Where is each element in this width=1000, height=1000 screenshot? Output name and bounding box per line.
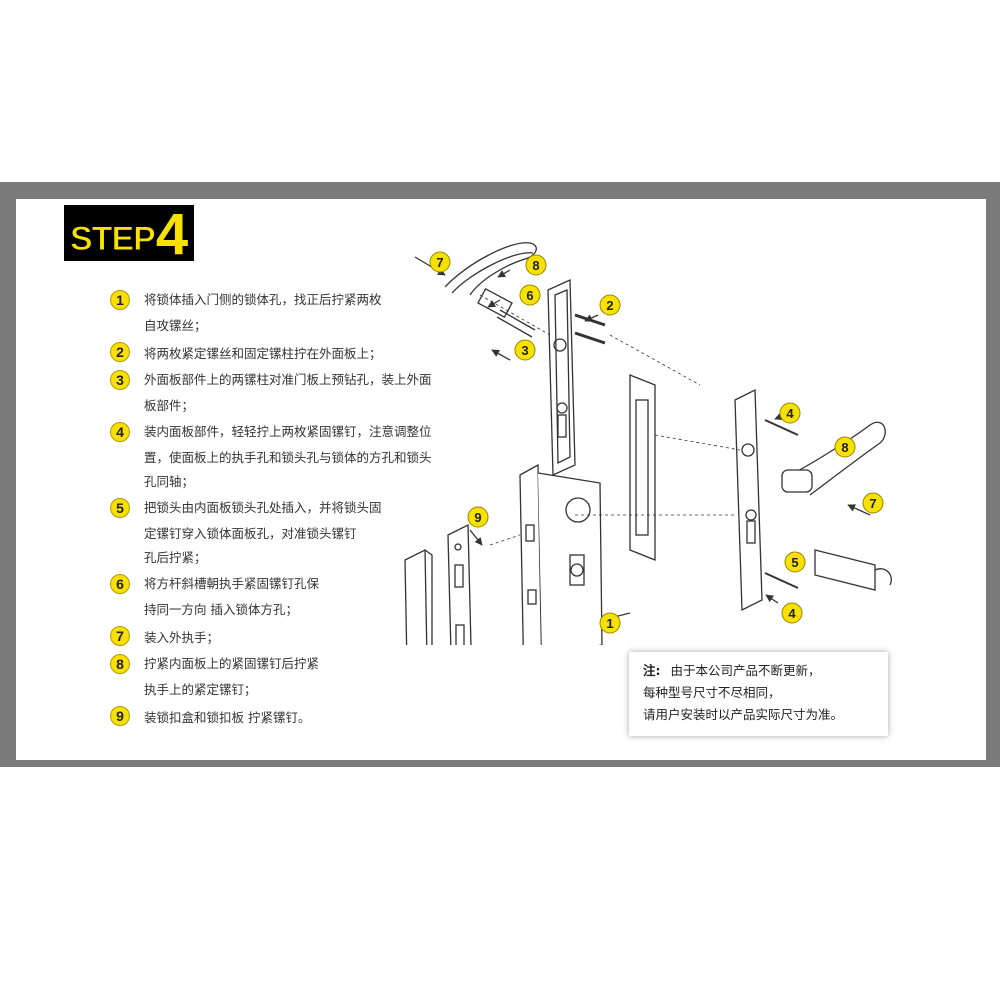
instruction-text: 自攻镙丝；: [144, 318, 207, 333]
callout-circle: [514, 339, 536, 361]
instruction-text: 把锁头由内面板锁头孔处插入，并将锁头固: [144, 500, 382, 515]
instruction-text: 拧紧内面板上的紧固镙钉后拧紧: [144, 656, 320, 671]
alignment-lines: [479, 294, 741, 546]
instruction-text: 置，使面板上的执手孔和锁头孔与锁体的方孔和锁头: [144, 450, 432, 465]
callout-circle: [599, 612, 621, 634]
callout-number: 8: [532, 258, 539, 273]
diagram-callout: 5: [784, 551, 806, 573]
step-number-bubble: 5: [110, 498, 130, 518]
instruction-text: 装入外执手；: [144, 630, 220, 645]
outer-handle: [444, 242, 537, 338]
assembly-arrows: [414, 256, 871, 623]
instruction-step: 5 把锁头由内面板锁头孔处插入，并将锁头固定镙钉穿入锁体面板孔，对准锁头镙钉孔后拧…: [108, 498, 448, 570]
callout-circle: [784, 551, 806, 573]
diagram-callout: 7: [862, 492, 884, 514]
note-box: 注: 由于本公司产品不断更新， 每种型号尺寸不尽相同， 请用户安装时以产品实际尺寸…: [629, 652, 888, 736]
diagram-callout: 2: [599, 294, 621, 316]
inner-plate: [734, 388, 763, 612]
step-badge: STEP 4: [64, 202, 194, 267]
callout-number: 9: [474, 510, 481, 525]
callout-circle: [429, 251, 451, 273]
instruction-text: 持同一方向 插入锁体方孔；: [144, 602, 298, 617]
door-edge-plate: [629, 374, 656, 561]
callout-number: 5: [791, 555, 798, 570]
instruction-text: 孔同轴；: [144, 474, 195, 489]
callout-circle: [519, 284, 541, 306]
step-number-bubble: 9: [110, 706, 130, 726]
outer-plate: [547, 279, 576, 476]
diagram-callout: 7: [429, 251, 451, 273]
instruction-step: 1 将锁体插入门侧的锁体孔，找正后拧紧两枚自攻镙丝；: [108, 290, 448, 338]
instruction-step: 4 装内面板部件，轻轻拧上两枚紧固镙钉，注意调整位置，使面板上的执手孔和锁头孔与锁…: [108, 422, 448, 494]
instruction-text: 将锁体插入门侧的锁体孔，找正后拧紧两枚: [144, 292, 382, 307]
diagram-callout: 4: [781, 602, 803, 624]
instruction-text: 定镙钉穿入锁体面板孔，对准锁头镙钉: [144, 526, 357, 541]
callout-circle: [834, 436, 856, 458]
step-number-bubble: 4: [110, 422, 130, 442]
instruction-step: 8 拧紧内面板上的紧固镙钉后拧紧执手上的紧定镙钉；: [108, 654, 448, 702]
instruction-step: 9 装锁扣盒和锁扣板 拧紧镙钉。: [108, 706, 448, 730]
instruction-step: 2 将两枚紧定镙丝和固定镙柱拧在外面板上；: [108, 342, 448, 366]
callout-number: 7: [869, 496, 876, 511]
callout-number: 7: [436, 255, 443, 270]
diagram-callout: 6: [519, 284, 541, 306]
step-word: STEP: [70, 220, 157, 259]
note-line-2: 每种型号尺寸不尽相同，: [643, 685, 781, 700]
step-number-bubble: 1: [110, 290, 130, 310]
note-line-1: 注: 由于本公司产品不断更新，: [643, 660, 878, 682]
callout-number: 6: [526, 288, 533, 303]
instruction-step: 3 外面板部件上的两镙柱对准门板上预钻孔，装上外面板部件；: [108, 370, 448, 418]
lock-cylinder: [814, 549, 892, 591]
instruction-text: 装锁扣盒和锁扣板 拧紧镙钉。: [144, 710, 311, 725]
diagram-callout: 8: [525, 254, 547, 276]
step-number-bubble: 3: [110, 370, 130, 390]
instruction-step: 6 将方杆斜槽朝执手紧固镙钉孔保持同一方向 插入锁体方孔；: [108, 574, 448, 622]
instruction-step: 7 装入外执手；: [108, 626, 448, 650]
instruction-text: 装内面板部件，轻轻拧上两枚紧固镙钉，注意调整位: [144, 424, 432, 439]
diagram-callout: 1: [599, 612, 621, 634]
callout-number: 4: [786, 406, 794, 421]
step-number-bubble: 6: [110, 574, 130, 594]
step-number-bubble: 8: [110, 654, 130, 674]
instruction-text: 将方杆斜槽朝执手紧固镙钉孔保: [144, 576, 320, 591]
callout-circle: [781, 602, 803, 624]
strike-plate: [447, 523, 472, 645]
instruction-text: 外面板部件上的两镙柱对准门板上预钻孔，装上外面: [144, 372, 432, 387]
callout-circle: [779, 402, 801, 424]
lock-body: [519, 463, 603, 645]
exploded-lock-diagram: 7 8 6 2 3 4 8 7 9 5 1 4: [404, 242, 892, 645]
instruction-list: 1 将锁体插入门侧的锁体孔，找正后拧紧两枚自攻镙丝； 2 将两枚紧定镙丝和固定镙柱拧在…: [108, 290, 448, 734]
instruction-text: 将两枚紧定镙丝和固定镙柱拧在外面板上；: [144, 346, 382, 361]
note-text-1: 由于本公司产品不断更新，: [670, 663, 821, 678]
callout-layer: 7 8 6 2 3 4 8 7 9 5 1 4: [429, 251, 884, 634]
callout-circle: [525, 254, 547, 276]
instruction-text: 板部件；: [144, 398, 195, 413]
instruction-text: 孔后拧紧；: [144, 550, 207, 565]
callout-circle: [599, 294, 621, 316]
step-number-bubble: 2: [110, 342, 130, 362]
inner-screws: [764, 419, 799, 589]
callout-number: 3: [521, 343, 528, 358]
callout-circle: [467, 506, 489, 528]
inner-handle: [781, 421, 886, 496]
note-label: 注:: [643, 663, 661, 678]
diagram-callout: 9: [467, 506, 489, 528]
callout-circle: [862, 492, 884, 514]
diagram-callout: 4: [779, 402, 801, 424]
callout-number: 1: [606, 616, 613, 631]
callout-number: 2: [606, 298, 613, 313]
callout-number: 8: [841, 440, 848, 455]
instruction-text: 执手上的紧定镙钉；: [144, 682, 257, 697]
callout-number: 4: [788, 606, 796, 621]
note-line-3: 请用户安装时以产品实际尺寸为准。: [643, 707, 844, 722]
strike-box: [404, 548, 433, 645]
diagram-callout: 3: [514, 339, 536, 361]
step-number-bubble: 7: [110, 626, 130, 646]
diagram-callout: 8: [834, 436, 856, 458]
step-number: 4: [155, 202, 189, 267]
